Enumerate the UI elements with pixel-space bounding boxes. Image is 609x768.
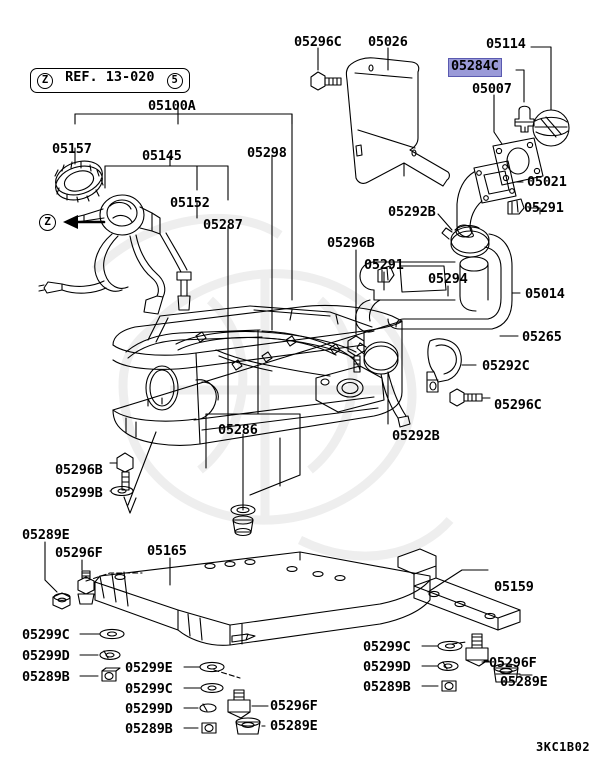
leader-05289E-left xyxy=(44,541,58,593)
part-05289E-nut-right xyxy=(493,663,519,683)
part-05157-lock-ring xyxy=(54,160,104,203)
part-05014-filler-hose xyxy=(387,233,513,330)
part-number-05114: 05114 xyxy=(486,36,526,52)
part-number-05294: 05294 xyxy=(428,271,468,287)
leader-05114 xyxy=(530,46,552,111)
leader-05159 xyxy=(427,569,489,593)
part-05284C-plug xyxy=(514,105,535,133)
group-bracket-05100a xyxy=(74,103,293,301)
part-number-05289e: 05289E xyxy=(500,674,548,690)
part-05296B-bolt-left xyxy=(109,452,134,491)
part-number-05291: 05291 xyxy=(364,257,404,273)
ref-suffix-symbol: 5 xyxy=(166,73,183,89)
part-05298-fuel-tank xyxy=(112,304,403,446)
callout-box-05286 xyxy=(205,329,301,511)
part-number-05299b: 05299B xyxy=(55,485,103,501)
part-05165-skid-plate xyxy=(94,551,431,646)
part-number-05286: 05286 xyxy=(218,422,258,438)
part-number-05152: 05152 xyxy=(170,195,210,211)
part-number-05296f: 05296F xyxy=(55,545,103,561)
part-number-05159: 05159 xyxy=(494,579,534,595)
ref-prefix-symbol: Z xyxy=(37,73,53,89)
part-05296F-bolt-right xyxy=(465,633,489,667)
part-number-05289b: 05289B xyxy=(125,721,173,737)
leader-arrow-bolts xyxy=(123,496,137,514)
part-05292C-bracket xyxy=(426,338,462,393)
part-05296F-bolt-middle xyxy=(227,689,251,719)
part-05286-drain-plug xyxy=(230,504,256,537)
part-05296C-bracket-bolt xyxy=(449,388,483,407)
part-number-05298: 05298 xyxy=(247,145,287,161)
tank-strap-loop xyxy=(193,379,219,421)
part-number-05299c: 05299C xyxy=(22,627,70,643)
reference-box: Z REF. 13-020 5 xyxy=(30,68,190,93)
part-05296F-bolt-left xyxy=(77,570,95,605)
part-number-05157: 05157 xyxy=(52,141,92,157)
part-number-05296f: 05296F xyxy=(489,655,537,671)
part-number-05287: 05287 xyxy=(203,217,243,233)
part-number-05289b: 05289B xyxy=(363,679,411,695)
diagram-code: 3KC1B02 xyxy=(536,740,591,754)
part-number-05296c: 05296C xyxy=(294,34,342,50)
part-number-05296c: 05296C xyxy=(494,397,542,413)
part-number-05296b: 05296B xyxy=(55,462,103,478)
leader-05291-right xyxy=(528,207,541,215)
part-05114-fuel-cap xyxy=(532,109,570,147)
group-bracket-05145 xyxy=(104,155,229,201)
part-05296C-bolt-top xyxy=(310,71,342,91)
part-number-05299c: 05299C xyxy=(125,681,173,697)
part-number-05265: 05265 xyxy=(522,329,562,345)
part-number-05292b: 05292B xyxy=(392,428,440,444)
part-number-05299d: 05299D xyxy=(363,659,411,675)
part-number-05289b: 05289B xyxy=(22,669,70,685)
part-05291-clip-right xyxy=(507,198,525,215)
part-number-05100a: 05100A xyxy=(148,98,196,114)
ref-text: REF. 13-020 xyxy=(65,69,155,85)
part-number-05165: 05165 xyxy=(147,543,187,559)
fastener-column-left xyxy=(79,628,125,682)
part-05026-heat-shield xyxy=(345,57,450,187)
part-number-05026: 05026 xyxy=(368,34,408,50)
part-number-05299d: 05299D xyxy=(22,648,70,664)
part-number-05291: 05291 xyxy=(524,200,564,216)
part-05289E-nut-middle xyxy=(235,717,261,735)
part-number-05292b: 05292B xyxy=(388,204,436,220)
leader-05284C xyxy=(515,69,525,103)
part-number-05296f: 05296F xyxy=(270,698,318,714)
part-number-05299e: 05299E xyxy=(125,660,173,676)
part-number-05296b: 05296B xyxy=(327,235,375,251)
part-05145-fuel-pump-assembly xyxy=(38,194,192,315)
part-number-05145: 05145 xyxy=(142,148,182,164)
dash-05296F-left xyxy=(85,572,143,582)
part-number-05014: 05014 xyxy=(525,286,565,302)
part-number-05007: 05007 xyxy=(472,81,512,97)
part-number-05284c[interactable]: 05284C xyxy=(448,58,502,77)
part-number-05299d: 05299D xyxy=(125,701,173,717)
part-number-05289e: 05289E xyxy=(22,527,70,543)
part-05159-crossmember xyxy=(397,548,521,631)
leader-05292B-upper xyxy=(437,213,453,231)
part-number-05292c: 05292C xyxy=(482,358,530,374)
part-05291-clip-mid xyxy=(377,265,395,283)
part-05289E-nut-left xyxy=(52,592,71,610)
part-number-05021: 05021 xyxy=(527,174,567,190)
part-number-05299c: 05299C xyxy=(363,639,411,655)
leader-05007 xyxy=(493,94,503,145)
z-marker: Z xyxy=(39,214,56,231)
part-number-05289e: 05289E xyxy=(270,718,318,734)
leader-tank-bolts xyxy=(127,431,157,506)
